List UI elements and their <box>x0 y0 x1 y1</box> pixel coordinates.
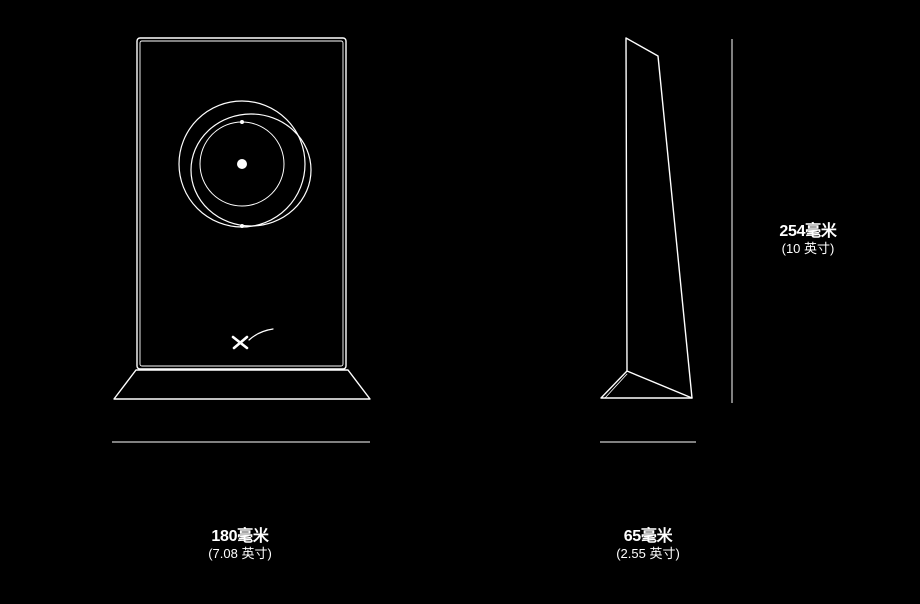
side-base <box>600 370 693 399</box>
height-metric: 254毫米 <box>779 223 837 240</box>
width-metric: 180毫米 <box>211 528 269 545</box>
front-ring-dots <box>237 120 247 228</box>
side-view <box>600 37 693 399</box>
top-dot <box>240 120 244 124</box>
depth-label: 65毫米 (2.55 英寸) <box>548 527 748 562</box>
height-label: 254毫米 (10 英寸) <box>748 222 868 257</box>
width-label: 180毫米 (7.08 英寸) <box>130 527 350 562</box>
side-profile <box>625 37 693 399</box>
width-imperial: (7.08 英寸) <box>208 546 272 561</box>
front-base <box>113 369 371 400</box>
depth-imperial: (2.55 英寸) <box>616 546 680 561</box>
side-base-inner <box>604 373 628 399</box>
front-view <box>113 37 371 400</box>
bottom-dot <box>240 224 244 228</box>
starlink-x-logo-icon <box>231 328 274 350</box>
center-dot <box>237 159 247 169</box>
front-body <box>136 37 347 370</box>
depth-metric: 65毫米 <box>623 528 673 545</box>
height-imperial: (10 英寸) <box>781 241 835 256</box>
